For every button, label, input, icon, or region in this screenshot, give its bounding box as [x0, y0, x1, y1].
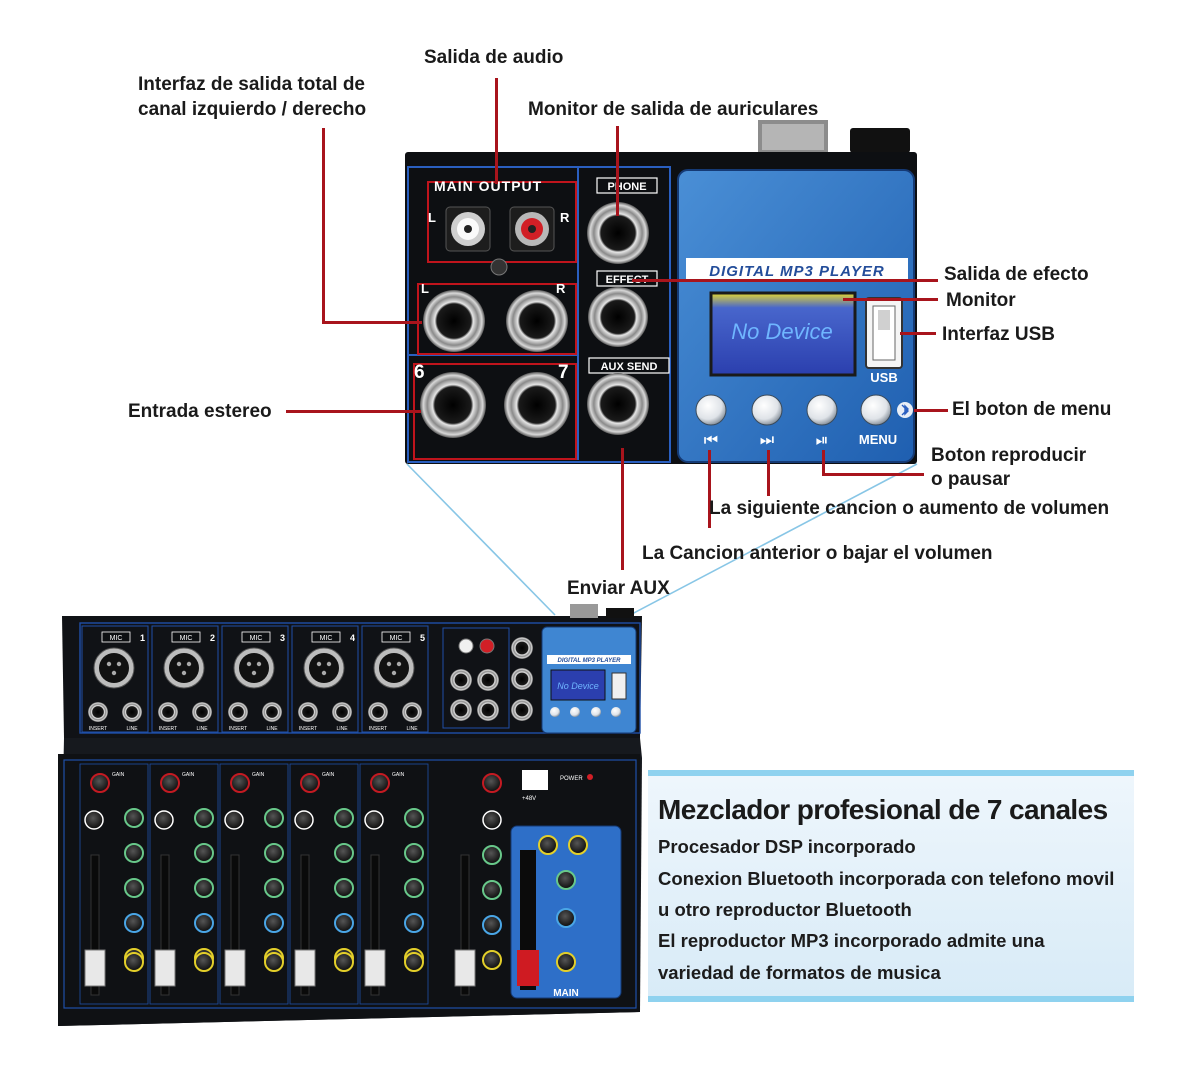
callout-line-audio-output-v	[495, 78, 498, 184]
main-output-text: MAIN OUTPUT	[434, 178, 542, 194]
callout-line-play-v	[822, 450, 825, 475]
main-output-left-text: L	[428, 210, 436, 225]
main-output-right-text: R	[560, 210, 570, 225]
callout-line-prev-v	[708, 450, 711, 528]
lr-out-left-text: L	[421, 281, 429, 296]
info-line: u otro reproductor Bluetooth	[658, 899, 912, 920]
menu-button[interactable]	[860, 394, 892, 426]
callout-line-effect-h	[632, 279, 938, 282]
play-pause-icon: ⏯	[816, 432, 829, 449]
aux-send-jack	[587, 373, 649, 435]
callout-line-aux-v	[621, 448, 624, 570]
stereo-in-right-jack	[504, 372, 570, 438]
phone-jack	[587, 202, 649, 264]
label-effect-output: Salida de efecto	[944, 264, 1089, 285]
label-monitor: Monitor	[946, 290, 1016, 311]
label-prev-song: La Cancion anterior o bajar el volumen	[642, 543, 993, 564]
lcd-text: No Device	[731, 319, 832, 344]
info-line: El reproductor MP3 incorporado admite un…	[658, 930, 1045, 951]
next-button[interactable]	[751, 394, 783, 426]
info-title: Mezclador profesional de 7 canales	[658, 794, 1108, 825]
callout-line-lr-output-v	[322, 128, 325, 324]
lr-out-right-text: R	[556, 281, 566, 296]
lr-out-left-jack	[423, 290, 485, 352]
info-line: variedad de formatos de musica	[658, 962, 941, 983]
label-headphone-monitor: Monitor de salida de auriculares	[528, 99, 819, 120]
label-aux-send: Enviar AUX	[567, 578, 670, 599]
phone-text: PHONE	[607, 181, 646, 193]
aux-send-text: AUX SEND	[601, 361, 658, 373]
play-pause-button[interactable]	[806, 394, 838, 426]
callout-line-lr-output-h	[322, 321, 422, 324]
next-icon: ⏭	[760, 432, 774, 449]
usb-port	[865, 297, 903, 369]
prev-button[interactable]	[695, 394, 727, 426]
label-audio-output: Salida de audio	[424, 47, 564, 68]
callout-line-next-v	[767, 450, 770, 496]
callout-line-headphone-v	[616, 126, 619, 216]
label-menu-button: El boton de menu	[952, 399, 1112, 420]
prev-icon: ⏮	[704, 432, 718, 449]
rca-right-jack	[509, 206, 555, 252]
stereo-ch6-text: 6	[414, 362, 425, 383]
label-play-pause-2: o pausar	[931, 469, 1011, 490]
stereo-in-left-jack	[420, 372, 486, 438]
label-lr-output-2: canal izquierdo / derecho	[138, 99, 367, 120]
stereo-ch7-text: 7	[558, 362, 569, 383]
label-usb-interface: Interfaz USB	[942, 324, 1055, 345]
menu-text: MENU	[859, 432, 897, 447]
lcd-screen	[709, 291, 857, 377]
rca-left-jack	[445, 206, 491, 252]
callout-line-usb-h	[900, 332, 936, 335]
callout-line-stereo-h	[286, 410, 421, 413]
info-box: Mezclador profesional de 7 canales Proce…	[648, 770, 1134, 1002]
label-lr-output-1: Interfaz de salida total de	[138, 74, 365, 95]
lr-out-right-jack	[506, 290, 568, 352]
label-stereo-input: Entrada estereo	[128, 401, 272, 422]
info-line: Conexion Bluetooth incorporada con telef…	[658, 868, 1115, 889]
effect-text: EFFECT	[606, 274, 649, 286]
callout-line-menu-h	[914, 409, 948, 412]
panel-screw	[490, 258, 508, 276]
usb-text: USB	[870, 370, 897, 385]
bluetooth-rune	[901, 404, 909, 416]
info-line: Procesador DSP incorporado	[658, 836, 916, 857]
callout-line-play-h	[822, 473, 924, 476]
label-next-song: La siguiente cancion o aumento de volume…	[709, 498, 1110, 519]
mp3-player-title: DIGITAL MP3 PLAYER	[709, 263, 885, 280]
label-play-pause-1: Boton reproducir	[931, 445, 1087, 466]
effect-jack	[588, 287, 648, 347]
callout-line-monitor-h	[843, 298, 938, 301]
